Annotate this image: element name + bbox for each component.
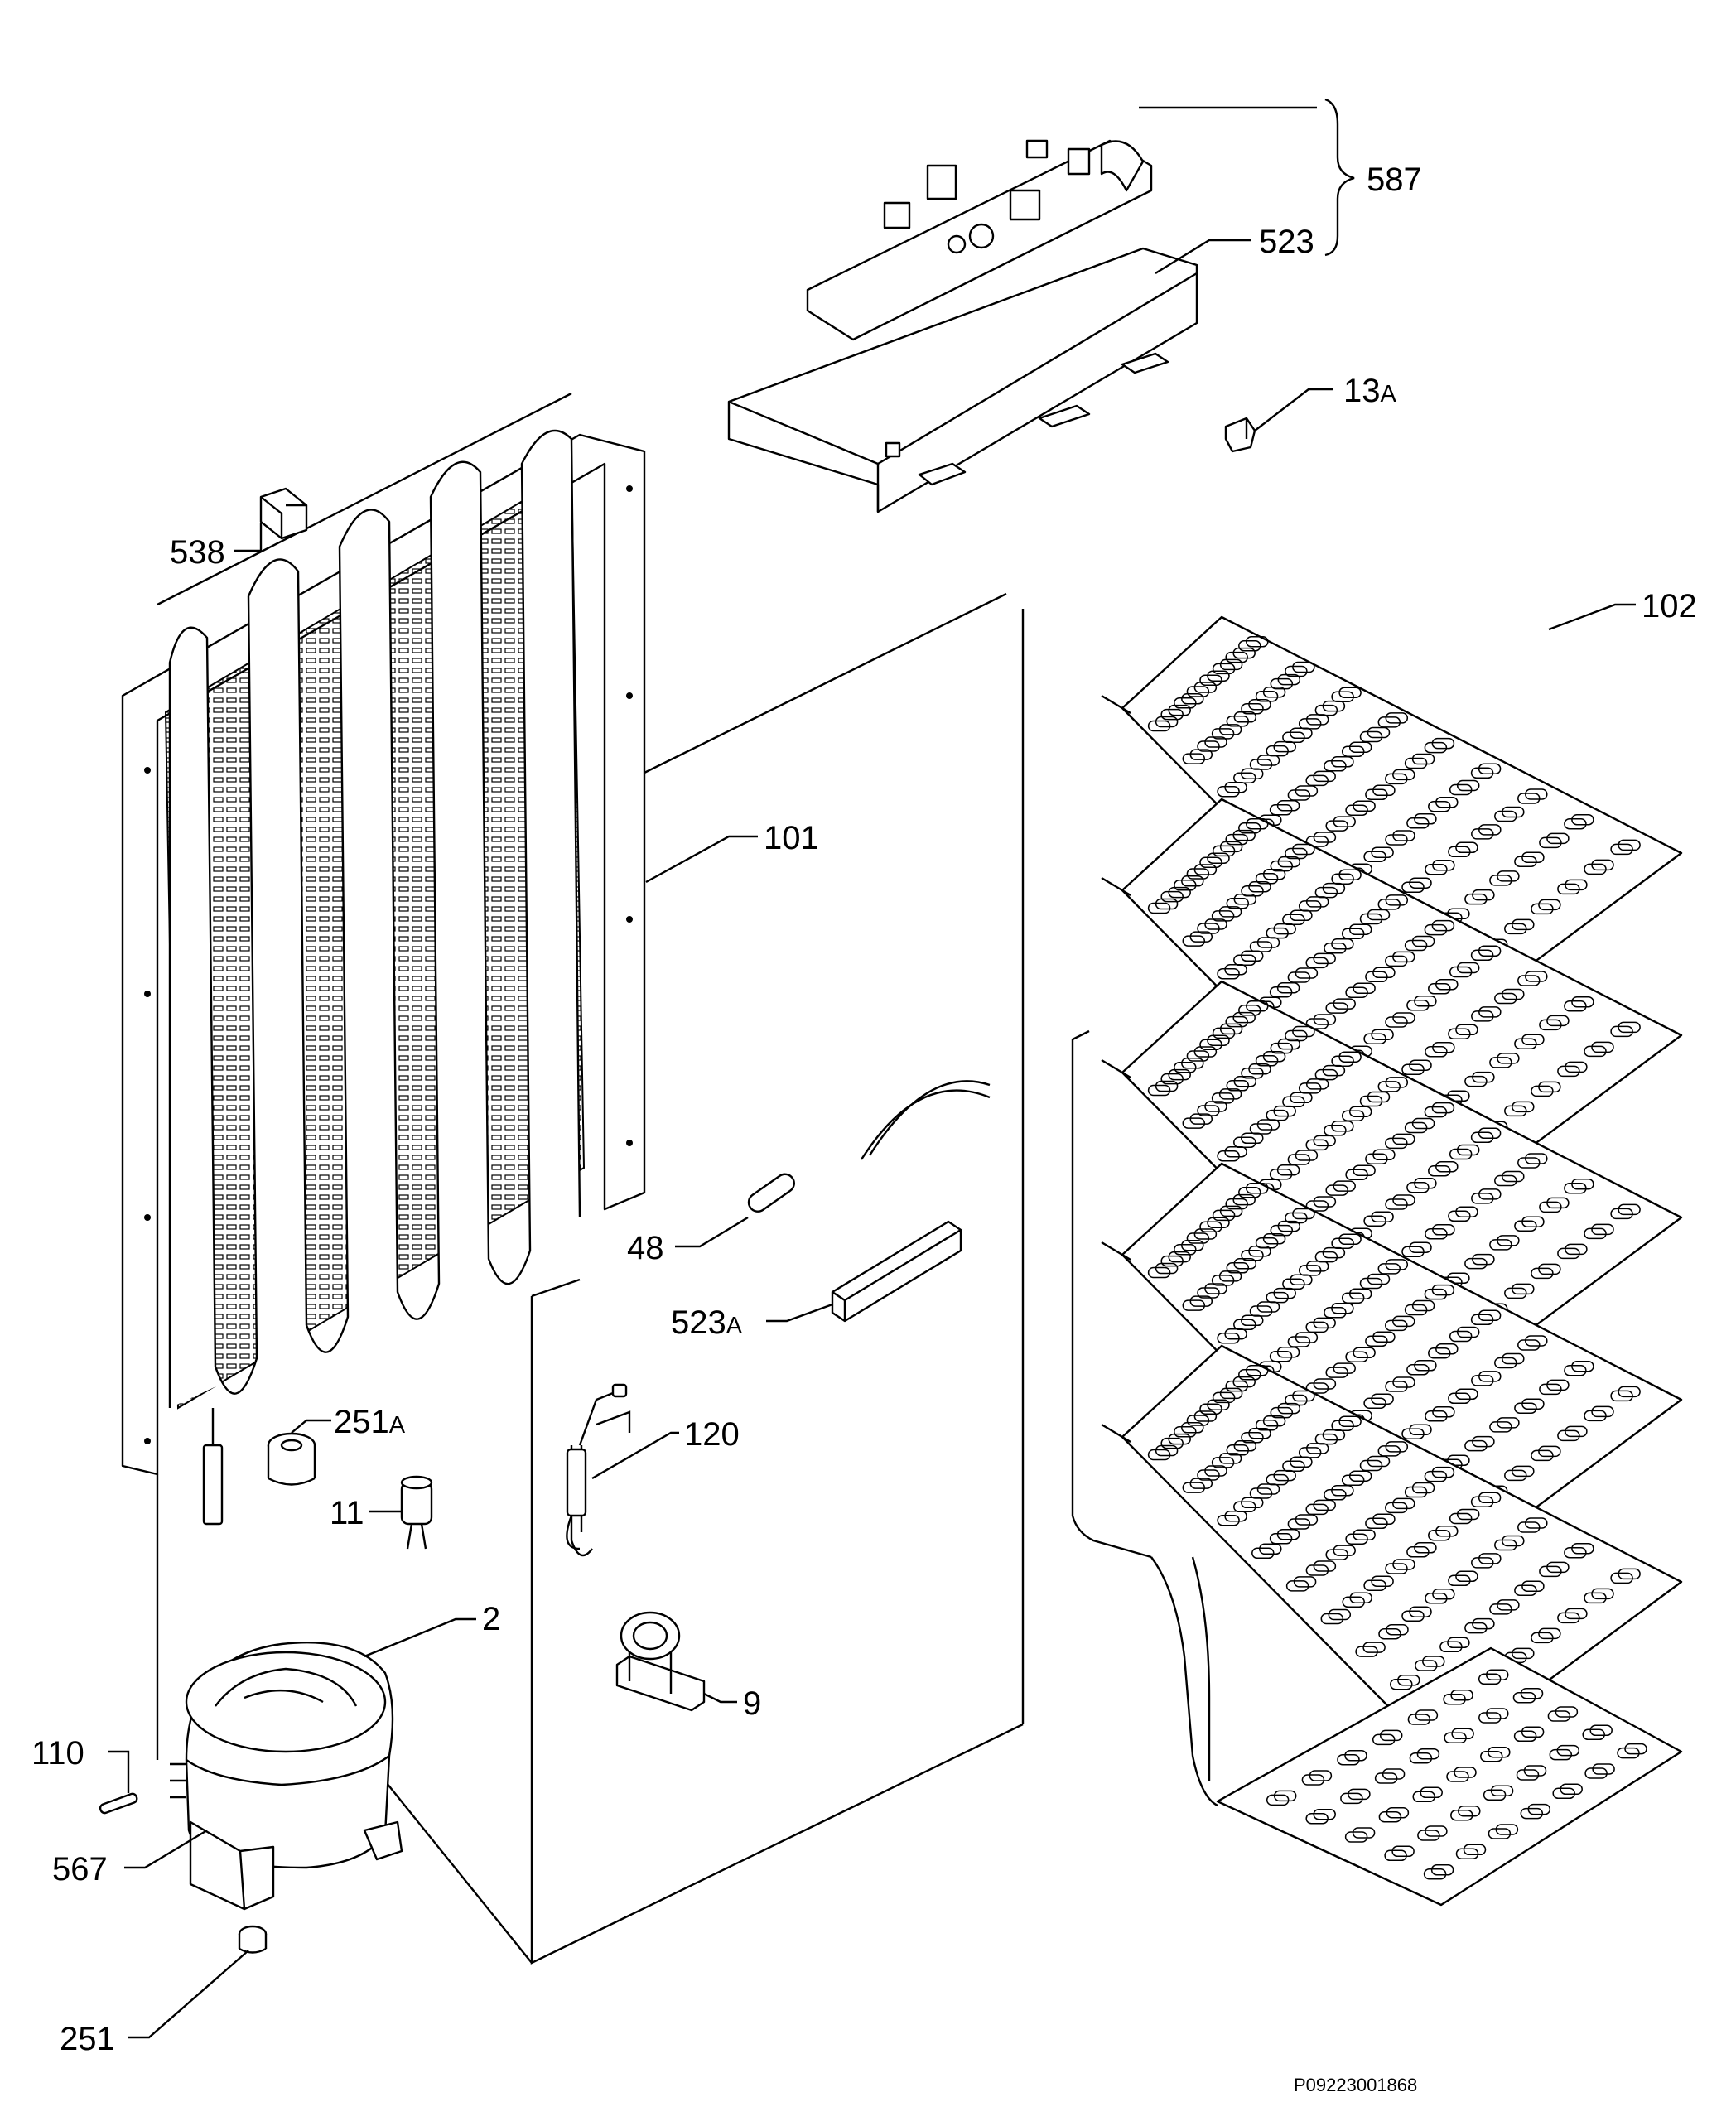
label-13A-number: 13 xyxy=(1343,373,1381,409)
label-9: 9 xyxy=(743,1685,761,1722)
label-110: 110 xyxy=(31,1735,84,1772)
condenser xyxy=(121,429,646,1526)
capacitor-11 xyxy=(400,1475,433,1550)
shelf-rail xyxy=(1101,1423,1131,1444)
label-251A-suffix: A xyxy=(389,1412,406,1439)
shelf-wire-frame xyxy=(1071,1029,1218,1807)
label-523A-number: 523 xyxy=(671,1304,726,1341)
label-102: 102 xyxy=(1642,588,1697,624)
label-2: 2 xyxy=(482,1601,500,1637)
shelf-rail xyxy=(1101,694,1131,715)
label-523A-suffix: A xyxy=(726,1313,743,1339)
label-523: 523 xyxy=(1259,224,1314,260)
label-251A-number: 251 xyxy=(334,1404,389,1440)
grommet-251 xyxy=(238,1925,268,1954)
leader-lines xyxy=(108,98,1636,2039)
label-567: 567 xyxy=(52,1851,108,1887)
capillary-120 xyxy=(566,1383,631,1557)
button-13A xyxy=(1224,417,1256,453)
label-120: 120 xyxy=(684,1416,740,1453)
callout-labels: 587 523 13A 538 102 101 48 523A 251A 120… xyxy=(31,162,1697,2095)
label-251A: 251A xyxy=(334,1404,406,1440)
label-538: 538 xyxy=(170,534,225,571)
relay-holder-9 xyxy=(615,1611,706,1712)
shelf xyxy=(1216,1646,1683,1907)
label-251: 251 xyxy=(60,2021,115,2057)
pin-110 xyxy=(99,1792,138,1815)
label-523A: 523A xyxy=(671,1304,743,1341)
temperature-sensor-48 xyxy=(747,1080,991,1213)
label-11: 11 xyxy=(330,1495,364,1531)
shelf-stack xyxy=(1101,615,1683,1907)
rubber-bush-251A xyxy=(267,1432,316,1486)
label-101: 101 xyxy=(764,820,819,856)
control-board-assembly xyxy=(727,139,1198,513)
label-48: 48 xyxy=(627,1230,664,1266)
sensor-board-523A xyxy=(831,1220,962,1323)
label-13A: 13A xyxy=(1343,373,1397,409)
compressor-2 xyxy=(170,1641,403,1911)
label-13A-suffix: A xyxy=(1381,381,1397,407)
reference-code: P09223001868 xyxy=(1294,2075,1417,2095)
shelf-rail xyxy=(1101,1241,1131,1261)
clip-538 xyxy=(259,487,308,540)
label-587: 587 xyxy=(1367,162,1422,198)
shelf-rail xyxy=(1101,876,1131,897)
shelf-rail xyxy=(1101,1058,1131,1079)
